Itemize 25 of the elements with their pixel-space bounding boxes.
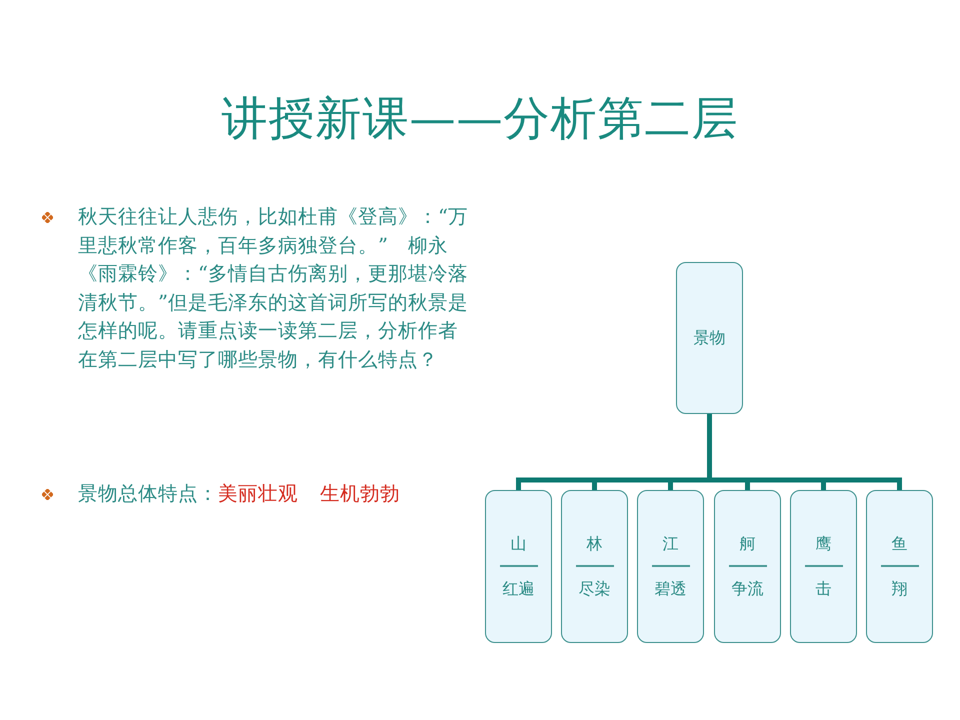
node-text: 红遍: [502, 578, 534, 600]
scenery-box: [714, 490, 781, 643]
node-text: 翔: [892, 578, 908, 600]
node-text: 击: [816, 578, 832, 600]
feature-text: 生机勃勃: [320, 481, 400, 507]
scenery-box: [637, 490, 704, 643]
feature-text: 美丽壮观: [218, 481, 298, 507]
slide-title: 讲授新课——分析第二层: [220, 90, 740, 147]
node-text: 山: [510, 533, 526, 555]
node-text: 尽染: [578, 578, 610, 600]
scenery-box: [866, 490, 933, 643]
question-paragraph: 秋天往往让人悲伤，比如杜甫《登高》：“万里悲秋常作客，百年多病独登台。” 柳永《雨霖铃》：“多情自古伤离别，更那堪冷落清秋节。”但是毛泽东的这首词所写的秋景是怎样的呢。请重点读一读第二层，分析作者在第二层中写了哪些景物，有什么特点？: [78, 204, 469, 372]
node-text: 鹰: [816, 533, 832, 555]
summary-label: 景物总体特点：: [78, 481, 218, 507]
node-text: 江: [662, 533, 678, 555]
node-text: 鱼: [892, 533, 908, 555]
scenery-box: [485, 490, 552, 643]
scenery-box: [561, 490, 628, 643]
scenery-box: [676, 262, 743, 414]
node-text: 争流: [732, 578, 764, 600]
node-text: 景物: [694, 327, 726, 349]
scenery-box: [790, 490, 857, 643]
node-text: 碧透: [654, 578, 686, 600]
node-text: 舸: [740, 533, 756, 555]
node-text: 林: [586, 533, 602, 555]
